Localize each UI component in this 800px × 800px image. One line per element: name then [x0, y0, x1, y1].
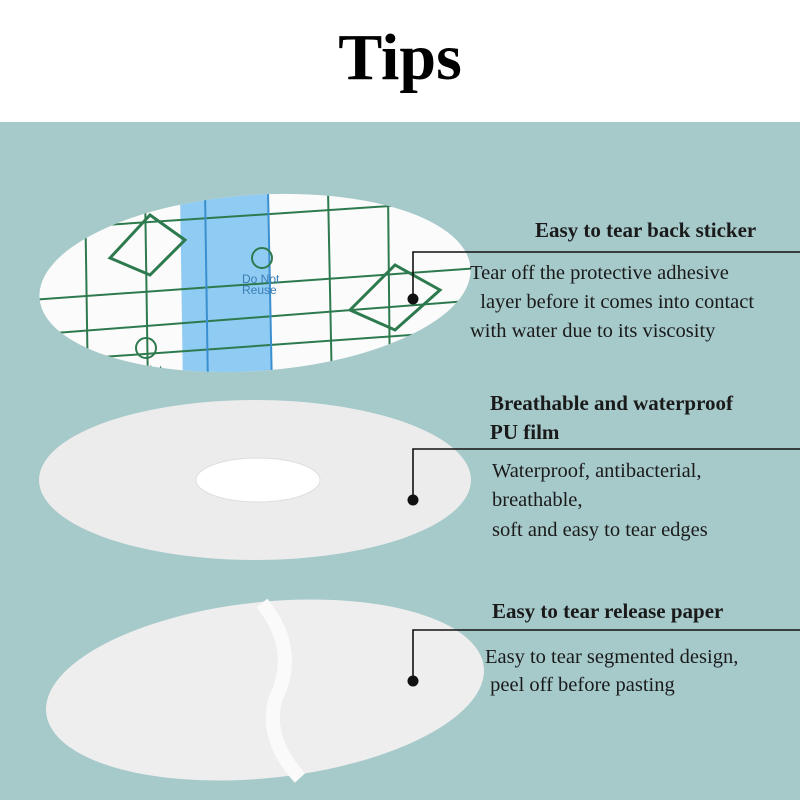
callout-text: layer before it comes into contact: [470, 291, 755, 313]
callout-text: Easy to tear segmented design,: [485, 646, 739, 668]
print-label: Reuse: [242, 283, 277, 297]
back-sticker-layer: Do Not Reuse Do Not: [33, 180, 477, 386]
callout-title: Breathable and waterproof: [490, 391, 734, 415]
print-label: Do Not: [125, 363, 163, 377]
callout-text: soft and easy to tear edges: [492, 519, 708, 541]
callout-dots: [407, 293, 419, 687]
callout-title: Easy to tear release paper: [492, 599, 724, 623]
callout-text: breathable,: [492, 489, 583, 511]
callout-text: peel off before pasting: [485, 674, 675, 696]
header: Tips: [0, 0, 800, 122]
callout-lines: [412, 251, 800, 681]
print-label: Do Not: [242, 272, 280, 286]
page-title: Tips: [338, 21, 462, 94]
callout-title: Easy to tear back sticker: [535, 218, 757, 242]
release-paper-layer: [46, 598, 484, 783]
pu-film-layer: [39, 400, 471, 560]
callout-title: PU film: [490, 420, 560, 444]
callout-text: Waterproof, antibacterial,: [492, 460, 702, 482]
callout-text: Tear off the protective adhesive: [470, 262, 729, 284]
callout-text: with water due to its viscosity: [470, 320, 716, 342]
